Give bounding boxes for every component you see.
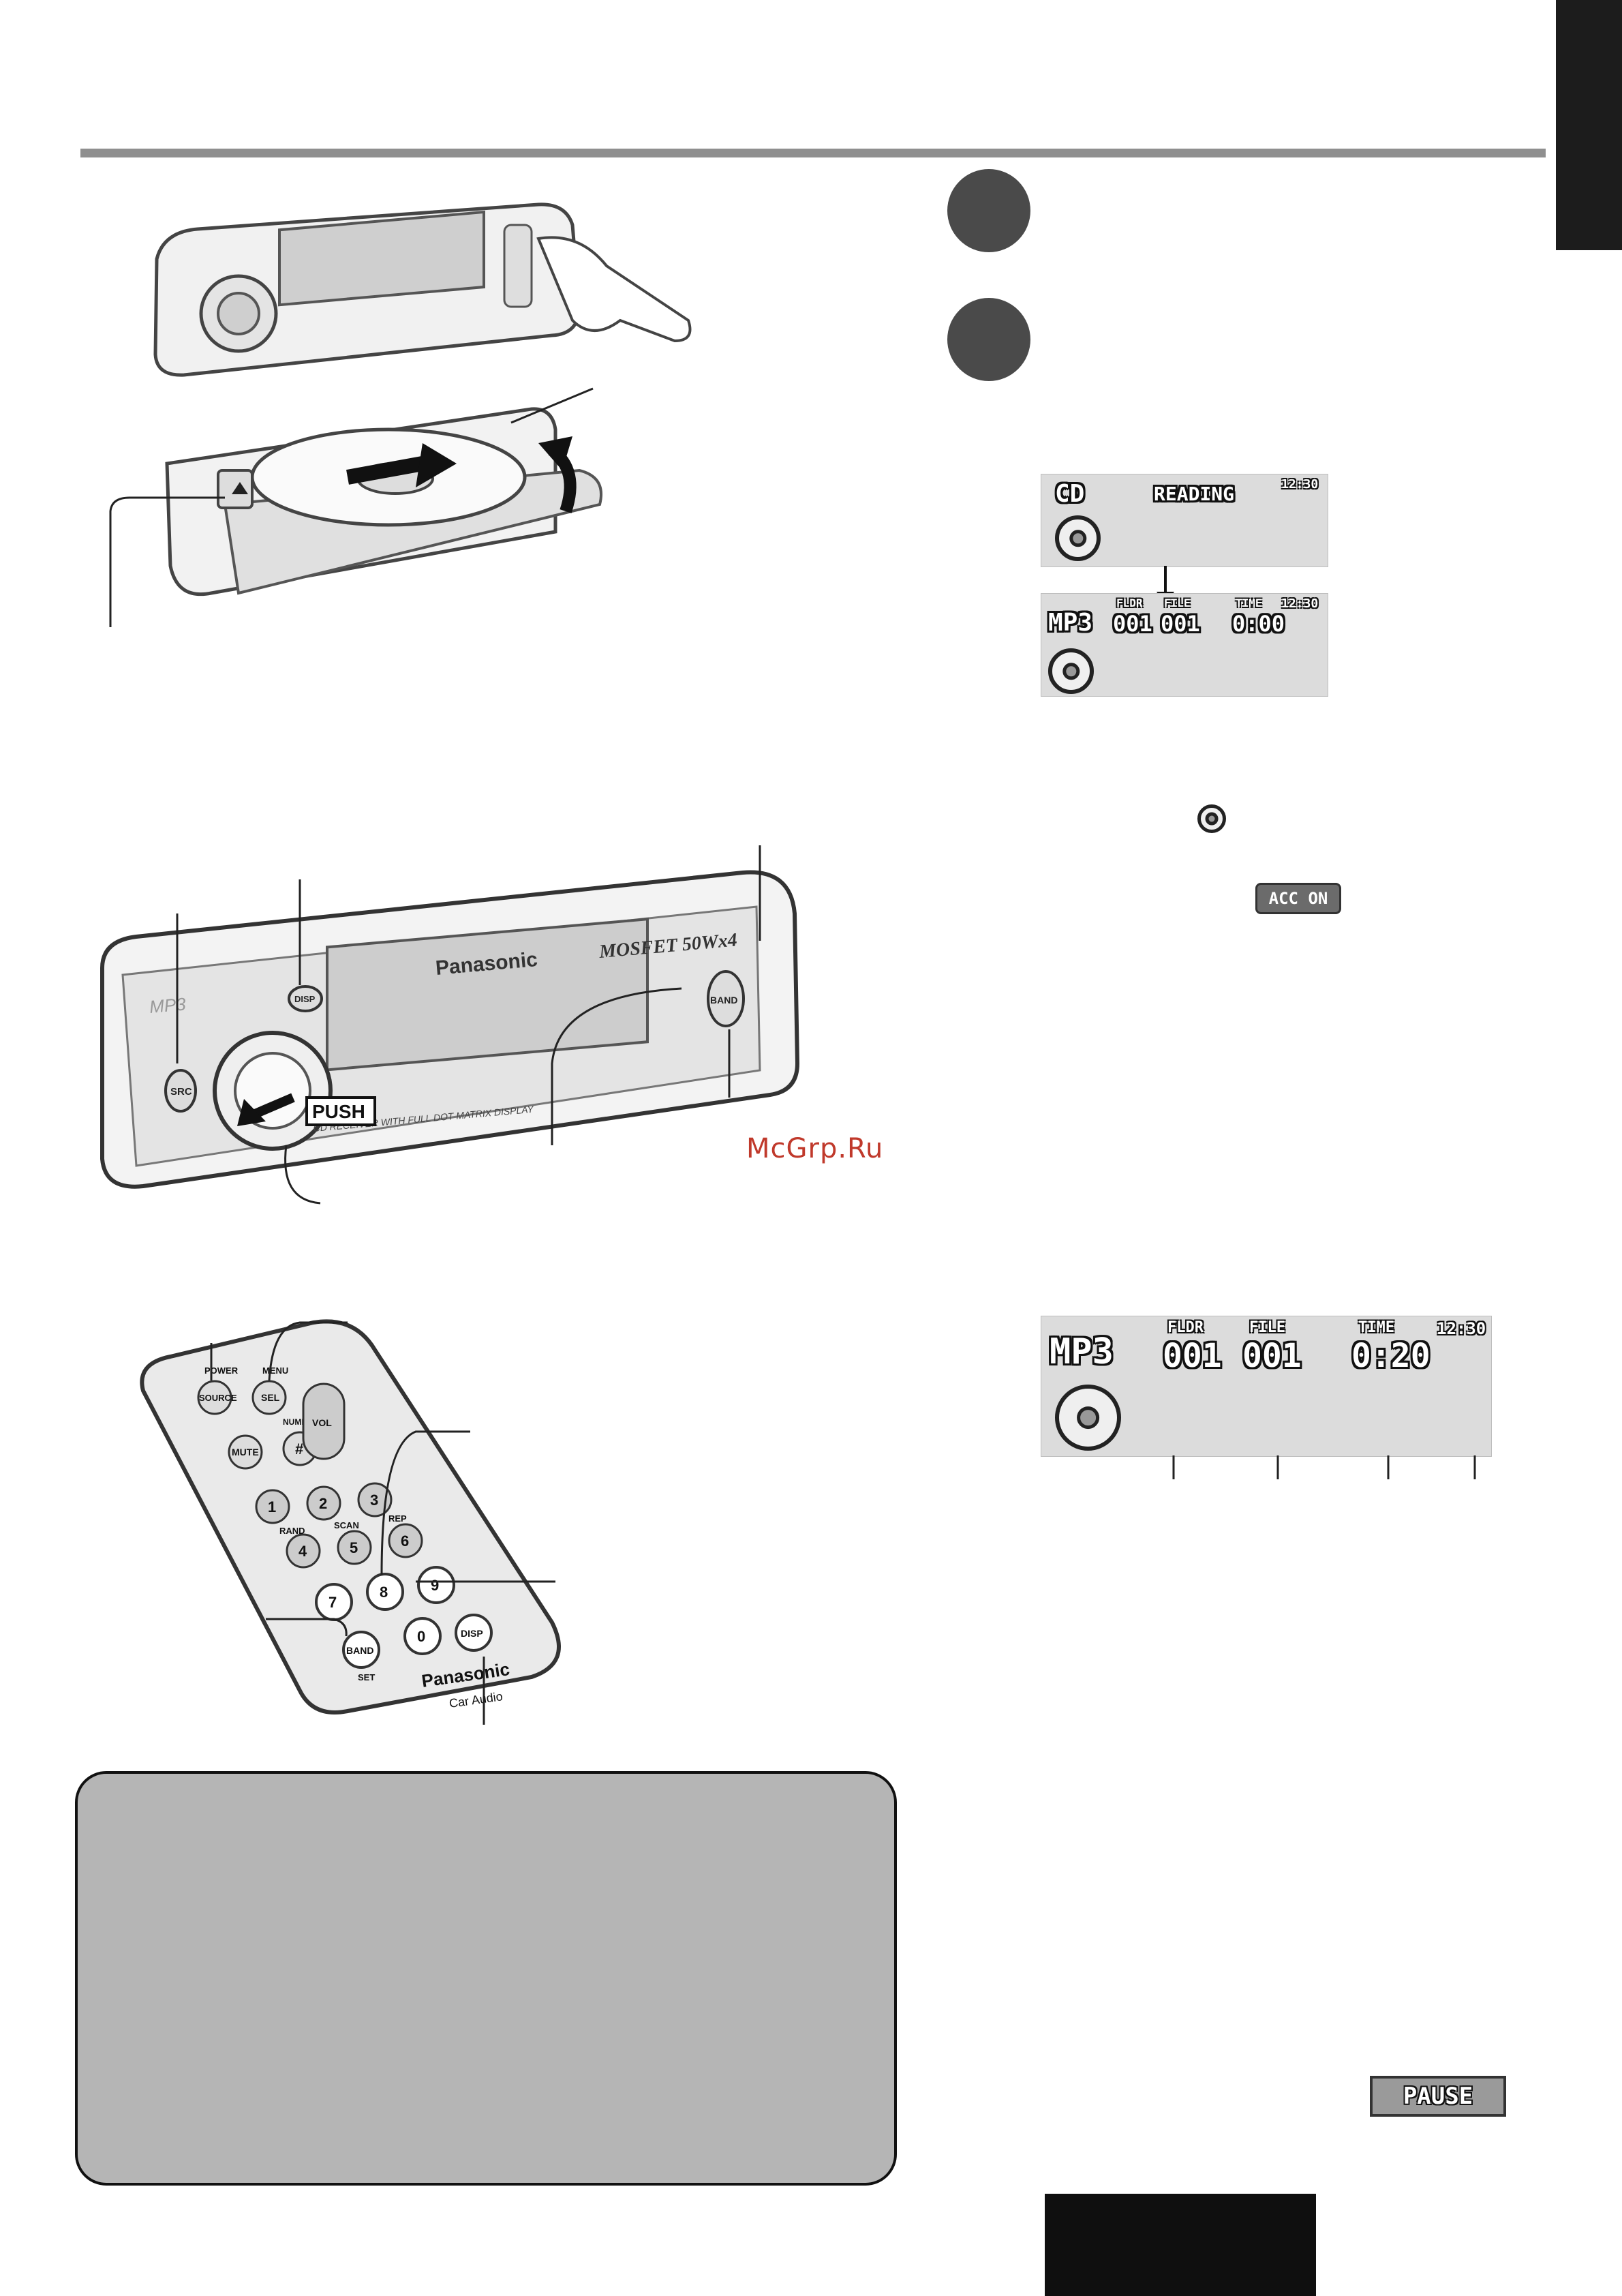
- svg-text:7: 7: [328, 1594, 337, 1611]
- lcd-folder-label: FLDR: [1116, 596, 1143, 609]
- lcd-callout-lines: [1172, 1455, 1476, 1479]
- lcd-file-label: FILE: [1164, 596, 1191, 609]
- closed-unit-illustration: [153, 202, 581, 377]
- svg-text:SRC: SRC: [170, 1086, 192, 1098]
- lcd-time: 0:00: [1232, 611, 1285, 637]
- lcd-time-label: TIME: [1236, 596, 1262, 609]
- lcd-clock: 12:30: [1281, 596, 1319, 611]
- svg-text:SET: SET: [358, 1672, 375, 1682]
- disc-icon: [1055, 515, 1101, 561]
- remote-band-callout: [266, 1618, 348, 1637]
- svg-text:0: 0: [417, 1628, 425, 1645]
- lcd-folder: 001: [1113, 611, 1152, 637]
- lcd-folder-label: FLDR: [1167, 1319, 1204, 1336]
- svg-text:MUTE: MUTE: [232, 1447, 259, 1457]
- svg-text:9: 9: [431, 1577, 439, 1594]
- remote-sel-callout: [268, 1321, 348, 1381]
- eject-callout-line: [109, 496, 225, 627]
- push-label: PUSH: [312, 1101, 365, 1122]
- display-window: [326, 918, 649, 1072]
- lcd-source: CD: [1055, 480, 1085, 508]
- remote-band-button: [342, 1631, 380, 1669]
- header-rule: [80, 149, 1546, 157]
- disc-callout-line: [510, 387, 594, 424]
- band-button: [707, 970, 745, 1027]
- language-tab: [1556, 0, 1622, 250]
- disp-button: [288, 985, 323, 1012]
- lcd-reading: CD READING 12:30: [1041, 474, 1328, 567]
- svg-text:2: 2: [319, 1495, 327, 1512]
- remote-sel-button: [251, 1380, 287, 1415]
- svg-text:1: 1: [268, 1498, 276, 1515]
- remote-number-callout: [380, 1430, 470, 1575]
- svg-text:SOURCE: SOURCE: [199, 1393, 237, 1403]
- remote-figure: SOURCE SEL POWER MENU MUTE # NUMBER VOL …: [140, 1319, 561, 1725]
- knob-callout-line: [284, 1145, 321, 1205]
- remote-mute-button: [228, 1434, 263, 1470]
- svg-text:DISP: DISP: [294, 994, 316, 1004]
- svg-text:#: #: [295, 1440, 303, 1457]
- lcd-time: 0:20: [1351, 1337, 1430, 1375]
- lcd-file: 001: [1242, 1337, 1302, 1375]
- folder-callout-line: [551, 987, 682, 1145]
- disc-insertion-figure: [109, 202, 692, 627]
- svg-text:6: 6: [401, 1532, 409, 1550]
- disc-icon: [1048, 648, 1094, 694]
- finger-illustration: [536, 236, 692, 343]
- remote-source-button: [197, 1380, 232, 1415]
- svg-text:3: 3: [370, 1492, 378, 1509]
- remote-body: [140, 1319, 561, 1715]
- svg-text:DISP: DISP: [461, 1628, 483, 1639]
- mp3-logo: MP3: [149, 993, 187, 1017]
- svg-text:BAND: BAND: [710, 995, 737, 1006]
- push-label-box: [305, 1096, 376, 1126]
- lcd-source: MP3: [1048, 609, 1093, 637]
- lcd-folder: 001: [1163, 1337, 1222, 1375]
- svg-text:4: 4: [299, 1543, 307, 1560]
- page-number-block: [1045, 2194, 1316, 2296]
- remote-vol-button: [302, 1383, 346, 1460]
- svg-text:REP: REP: [388, 1513, 407, 1524]
- step-circle-2: [947, 298, 1030, 381]
- svg-text:SCAN: SCAN: [334, 1520, 359, 1530]
- svg-text:5: 5: [350, 1539, 358, 1556]
- open-unit-illustration: [165, 407, 602, 596]
- main-unit-figure: SRC DISP BAND Panasonic MOSFET 50Wx4 MP3…: [100, 845, 800, 1205]
- lcd-mp3-large: MP3 FLDR 001 FILE 001 TIME 0:20 12:30: [1041, 1316, 1492, 1457]
- insert-arrow: [346, 456, 424, 485]
- svg-text:BAND: BAND: [346, 1645, 373, 1656]
- lcd-status: READING: [1154, 483, 1235, 505]
- lcd-file-label: FILE: [1249, 1319, 1285, 1336]
- lcd-clock: 12:30: [1437, 1319, 1486, 1338]
- svg-text:POWER: POWER: [204, 1365, 239, 1376]
- notes-box: [75, 1771, 897, 2186]
- lcd-mp3-small: MP3 FLDR 001 FILE 001 TIME 0:00 12:30: [1041, 593, 1328, 697]
- step-circle-1: [947, 169, 1030, 252]
- lcd-clock: 12:30: [1281, 477, 1319, 492]
- svg-text:8: 8: [380, 1584, 388, 1601]
- lcd-time-label: TIME: [1358, 1319, 1394, 1336]
- disc-symbol-icon: [1197, 804, 1226, 833]
- acc-on-indicator: ACC ON: [1255, 883, 1341, 914]
- svg-text:RAND: RAND: [279, 1526, 305, 1536]
- pause-indicator: PAUSE: [1370, 2076, 1506, 2117]
- src-button: [164, 1069, 197, 1113]
- remote-disp-button: [455, 1614, 493, 1652]
- disc-icon: [1055, 1385, 1121, 1451]
- svg-text:SEL: SEL: [261, 1392, 280, 1403]
- svg-text:VOL: VOL: [312, 1417, 332, 1428]
- lcd-source: MP3: [1050, 1331, 1114, 1372]
- watermark: McGrp.Ru: [746, 1133, 884, 1164]
- lcd-file: 001: [1161, 611, 1200, 637]
- svg-text:MENU: MENU: [262, 1365, 288, 1376]
